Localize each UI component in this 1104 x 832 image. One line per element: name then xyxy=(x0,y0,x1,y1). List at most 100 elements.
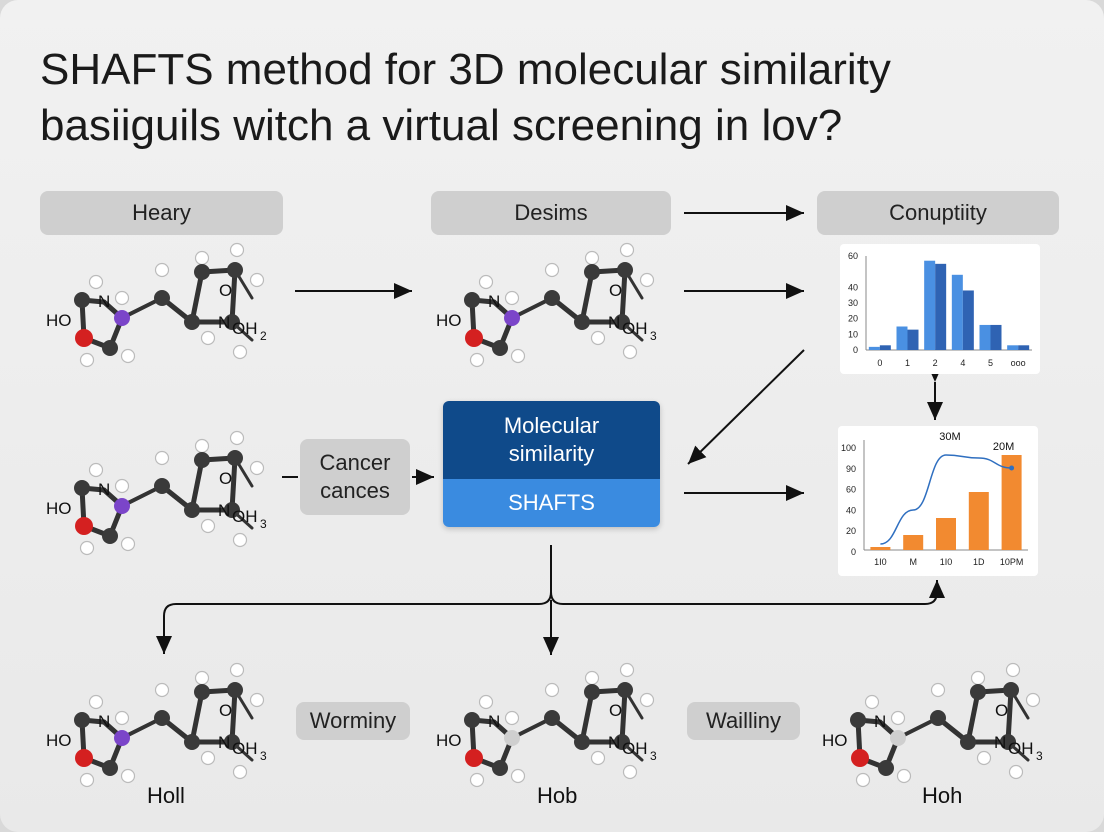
nitrogen-atom xyxy=(114,730,130,746)
nitrogen-atom xyxy=(114,498,130,514)
bond xyxy=(229,455,238,513)
hydrogen-atom xyxy=(544,682,560,698)
hydrogen-atom xyxy=(120,348,136,364)
hydrogen-atom xyxy=(855,772,871,788)
oxygen-atom xyxy=(75,517,93,535)
carbon-atom xyxy=(184,502,200,518)
carbon-atom xyxy=(194,264,210,280)
label-o: O xyxy=(219,701,232,720)
title-line-2: basiiguils witch a virtual screening in … xyxy=(40,101,843,150)
bar xyxy=(1001,455,1022,550)
carbon-atom xyxy=(154,290,170,306)
hydrogen-atom xyxy=(622,344,638,360)
x-tick-label: 1I0 xyxy=(874,557,887,567)
carbon-atom xyxy=(74,480,90,496)
title-line-1: SHAFTS method for 3D molecular similarit… xyxy=(40,45,891,94)
carbon-atom xyxy=(74,292,90,308)
bar xyxy=(1018,345,1030,350)
shafts-box-line-2: similarity xyxy=(508,441,595,466)
oxygen-atom xyxy=(75,749,93,767)
carbon-atom xyxy=(850,712,866,728)
label-ho: HO xyxy=(822,731,848,750)
y-tick-label: 40 xyxy=(846,505,856,515)
carbon-atom xyxy=(227,262,243,278)
carbon-atom xyxy=(878,760,894,776)
carbon-atom xyxy=(574,734,590,750)
hydrogen-atom xyxy=(930,682,946,698)
label-oh-subscript: 2 xyxy=(260,329,267,343)
label-n: N xyxy=(488,712,500,731)
bar xyxy=(968,492,989,550)
carbon-atom xyxy=(574,314,590,330)
carbon-atom xyxy=(184,734,200,750)
carbon-atom xyxy=(224,502,240,518)
label-oh: OH xyxy=(232,739,258,758)
label-n-oh: N xyxy=(608,733,620,752)
hydrogen-atom xyxy=(229,662,245,678)
x-tick-label: ooo xyxy=(1011,358,1026,368)
hydrogen-atom xyxy=(1025,692,1041,708)
label-n-oh: N xyxy=(608,313,620,332)
hydrogen-atom xyxy=(469,352,485,368)
hydrogen-atom xyxy=(1005,662,1021,678)
hydrogen-atom xyxy=(584,670,600,686)
y-tick-label: 20 xyxy=(848,314,858,324)
arrow-branch-left xyxy=(156,545,552,654)
x-tick-label: 4 xyxy=(960,358,965,368)
arrow-diagonal xyxy=(687,349,805,465)
chip-worminy: Worminy xyxy=(296,702,410,740)
annotation-30m: 30M xyxy=(939,431,960,443)
hydrogen-atom xyxy=(120,768,136,784)
oxygen-atom xyxy=(75,329,93,347)
hydrogen-atom xyxy=(154,450,170,466)
hydrogen-atom xyxy=(544,262,560,278)
hydrogen-atom xyxy=(249,272,265,288)
line-point xyxy=(1009,465,1015,471)
y-tick-label: 0 xyxy=(851,547,856,557)
hydrogen-atom xyxy=(478,274,494,290)
carbon-atom xyxy=(102,528,118,544)
label-o: O xyxy=(219,281,232,300)
hydrogen-atom xyxy=(194,250,210,266)
hydrogen-atom xyxy=(864,694,880,710)
label-oh-subscript: 3 xyxy=(1036,749,1043,763)
carbon-atom xyxy=(154,710,170,726)
hydrogen-atom xyxy=(619,662,635,678)
carbon-atom xyxy=(227,682,243,698)
label-o: O xyxy=(219,469,232,488)
hydrogen-atom xyxy=(584,250,600,266)
hydrogen-atom xyxy=(229,430,245,446)
bond xyxy=(229,687,238,745)
label-oh: OH xyxy=(232,319,258,338)
hydrogen-atom xyxy=(114,710,130,726)
hydrogen-atom xyxy=(154,682,170,698)
carbon-atom xyxy=(544,710,560,726)
bar xyxy=(936,518,956,550)
x-tick-label: M xyxy=(909,557,917,567)
y-tick-label: 0 xyxy=(853,345,858,355)
label-o: O xyxy=(609,701,622,720)
hydrogen-atom xyxy=(154,262,170,278)
shafts-box: Molecular similarity SHAFTS xyxy=(443,401,660,527)
chip-cancer-line-2: cances xyxy=(320,478,390,503)
carbon-atom xyxy=(614,734,630,750)
bond xyxy=(581,271,593,323)
hydrogen-atom xyxy=(88,462,104,478)
carbon-atom xyxy=(960,734,976,750)
bond xyxy=(619,687,628,745)
carbon-atom xyxy=(930,710,946,726)
carbon-atom xyxy=(970,684,986,700)
shafts-box-line-1: Molecular xyxy=(503,413,600,438)
label-n: N xyxy=(98,480,110,499)
arrow-branch-right xyxy=(550,580,945,605)
label-n: N xyxy=(874,712,886,731)
y-tick-label: 20 xyxy=(846,526,856,536)
hydrogen-atom xyxy=(639,272,655,288)
label-ho: HO xyxy=(46,731,72,750)
hydrogen-atom xyxy=(619,242,635,258)
